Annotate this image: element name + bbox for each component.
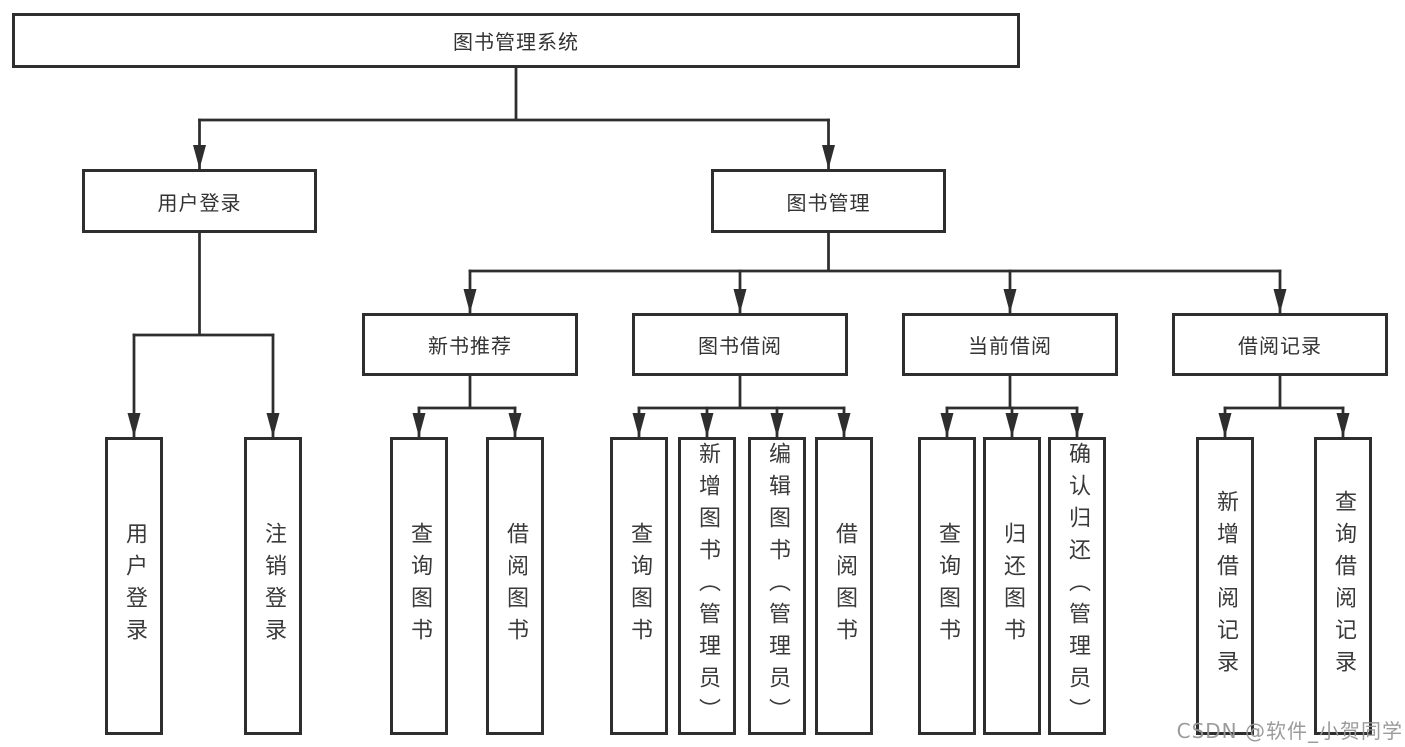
node-borrowing-records: 借阅记录 <box>1172 313 1388 376</box>
node-book-management: 图书管理 <box>711 169 946 233</box>
leaf-add-borrow-record: 新增借阅记录 <box>1196 437 1254 735</box>
csdn-watermark: CSDN @软件_小贺同学 <box>1176 719 1403 743</box>
leaf-query-borrow-record: 查询借阅记录 <box>1314 437 1372 735</box>
node-user-login: 用户登录 <box>82 169 317 233</box>
leaf-edit-books-admin: 编辑图书（管理员） <box>748 437 806 735</box>
leaf-borrow-books: 借阅图书 <box>815 437 873 735</box>
node-label: 当前借阅 <box>968 334 1052 358</box>
leaf-label: 新增图书（管理员） <box>695 442 720 730</box>
leaf-label: 查询图书 <box>407 522 432 650</box>
leaf-label: 借阅图书 <box>832 522 857 650</box>
node-label: 图书借阅 <box>698 334 782 358</box>
node-library-management-system: 图书管理系统 <box>12 13 1020 68</box>
leaf-label: 查询图书 <box>627 522 652 650</box>
leaf-borrow-books-recommend: 借阅图书 <box>486 437 544 735</box>
node-label: 新书推荐 <box>428 334 512 358</box>
node-new-book-recommend: 新书推荐 <box>362 313 578 376</box>
node-current-borrowing: 当前借阅 <box>902 313 1118 376</box>
leaf-query-books-current: 查询图书 <box>918 437 976 735</box>
leaf-label: 确认归还（管理员） <box>1065 442 1090 730</box>
node-label: 图书管理系统 <box>453 30 579 54</box>
leaf-label: 用户登录 <box>122 522 147 650</box>
leaf-label: 注销登录 <box>261 522 286 650</box>
leaf-logout: 注销登录 <box>244 437 302 735</box>
leaf-label: 归还图书 <box>1000 522 1025 650</box>
leaf-label: 借阅图书 <box>503 522 528 650</box>
leaf-query-books-recommend: 查询图书 <box>390 437 448 735</box>
node-book-borrowing: 图书借阅 <box>632 313 848 376</box>
leaf-label: 新增借阅记录 <box>1213 490 1238 682</box>
leaf-label: 编辑图书（管理员） <box>765 442 790 730</box>
leaf-label: 查询图书 <box>935 522 960 650</box>
leaf-query-books: 查询图书 <box>610 437 668 735</box>
node-label: 用户登录 <box>157 190 242 215</box>
node-label: 借阅记录 <box>1238 334 1322 358</box>
leaf-user-login: 用户登录 <box>105 437 163 735</box>
leaf-return-books: 归还图书 <box>983 437 1041 735</box>
leaf-add-books-admin: 新增图书（管理员） <box>678 437 736 735</box>
node-label: 图书管理 <box>786 190 871 215</box>
leaf-label: 查询借阅记录 <box>1331 490 1356 682</box>
leaf-confirm-return-admin: 确认归还（管理员） <box>1048 437 1106 735</box>
